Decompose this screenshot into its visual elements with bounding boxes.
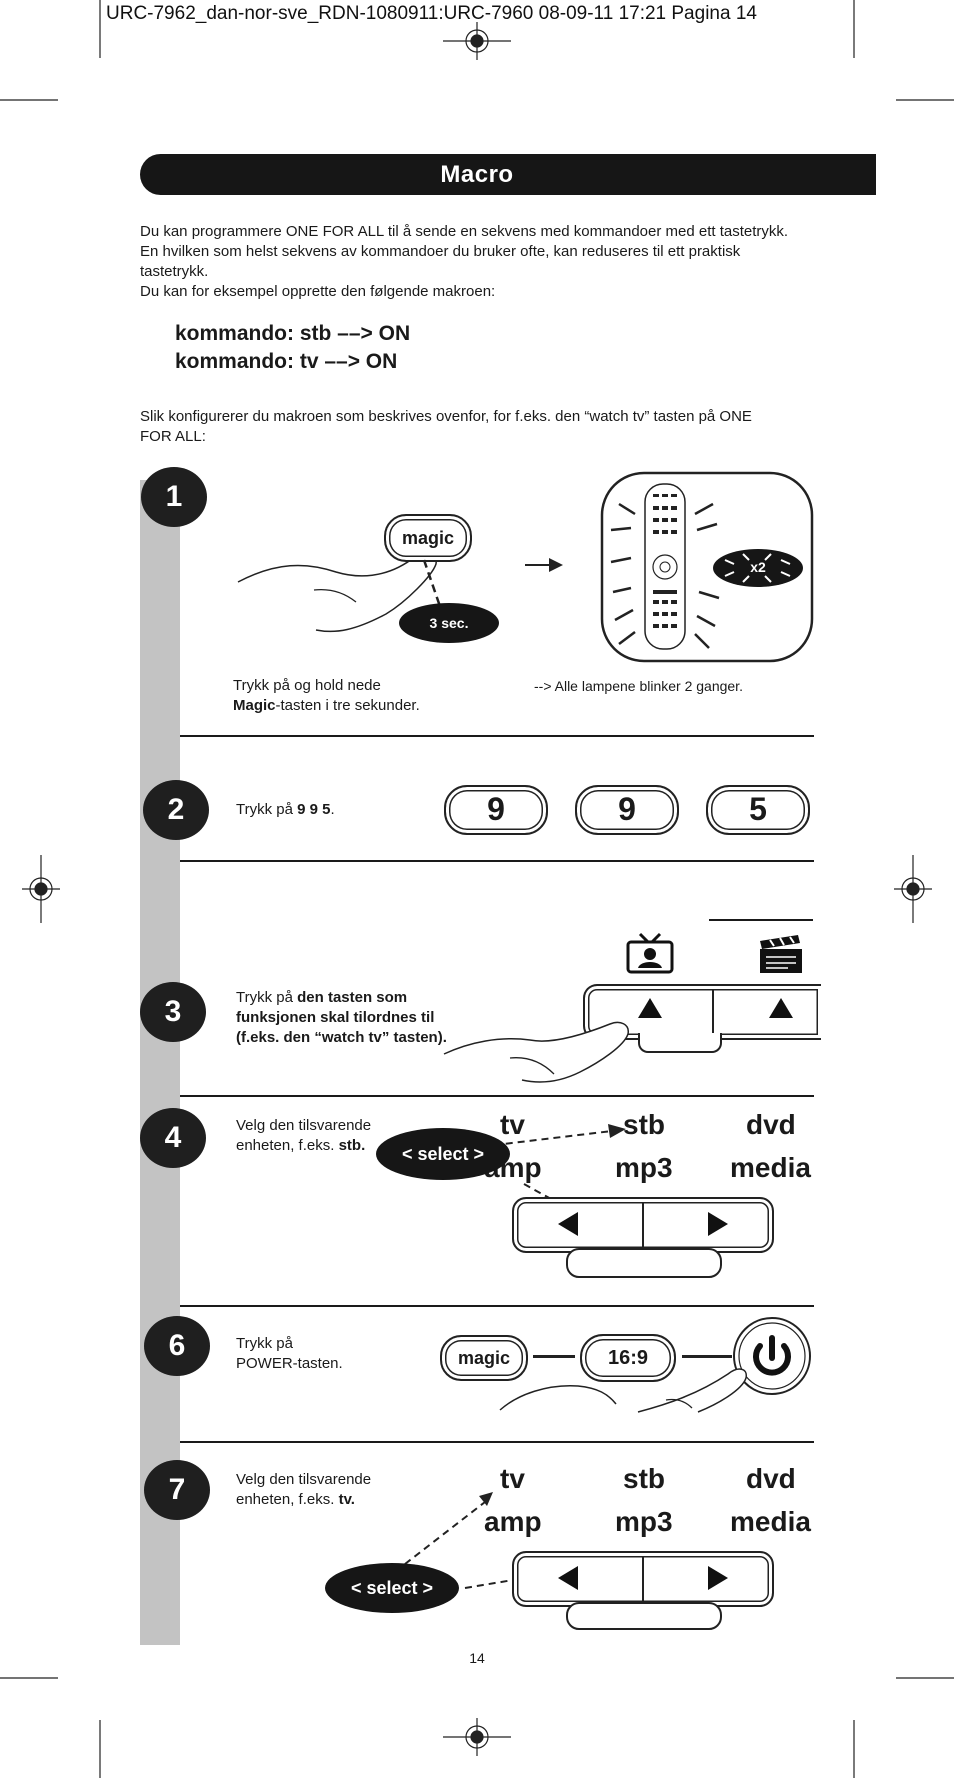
connector-line <box>533 1355 575 1358</box>
step-text: Trykk på <box>236 989 298 1006</box>
right-arrow-button[interactable] <box>708 1566 730 1590</box>
device-mp3: mp3 <box>615 1506 673 1537</box>
page-title: Macro <box>440 161 514 188</box>
step-number: 4 <box>140 1108 206 1168</box>
device-dvd: dvd <box>746 1463 796 1494</box>
device-dvd: dvd <box>746 1109 796 1140</box>
movie-button[interactable] <box>769 998 793 1020</box>
step-2-text: Trykk på 9 9 5. <box>236 800 416 820</box>
arrow-right-icon <box>525 558 563 572</box>
connector-line <box>682 1355 732 1358</box>
page-number: 14 <box>469 1650 485 1666</box>
device-stb: stb <box>623 1109 665 1140</box>
watch-tv-icon <box>626 932 674 974</box>
button-base <box>566 1602 722 1630</box>
watch-tv-button[interactable] <box>638 998 662 1020</box>
step-1-text: Trykk på og hold nede Magic-tasten i tre… <box>233 676 493 716</box>
left-arrow-button[interactable] <box>558 1212 580 1236</box>
registration-mark-left <box>22 855 60 923</box>
hand-icon <box>443 1021 629 1083</box>
step-text-bold: Magic <box>233 697 276 714</box>
step-number: 1 <box>141 467 207 527</box>
dashed-arrow <box>469 1124 626 1205</box>
registration-mark-right <box>894 855 932 923</box>
divider <box>180 1441 814 1443</box>
step-text: -tasten i tre sekunder. <box>275 697 420 714</box>
divider <box>642 1557 644 1601</box>
divider <box>712 990 714 1034</box>
key-5[interactable]: 5 <box>706 785 810 835</box>
step-text-bold: stb. <box>338 1137 366 1154</box>
remote-blinking-illustration <box>600 471 814 663</box>
howto-text: Slik konfigurerer du makroen som beskriv… <box>140 408 752 445</box>
step-number: 6 <box>144 1316 210 1376</box>
step-text: POWER-tasten. <box>236 1355 343 1372</box>
step-text: Velg den tilsvarende enheten, f.eks. <box>236 1471 372 1508</box>
step-text-bold: 9 9 5 <box>297 801 331 818</box>
blink-count: x2 <box>750 559 766 575</box>
device-media: media <box>730 1152 811 1183</box>
device-tv: tv <box>500 1463 525 1494</box>
step-7-text: Velg den tilsvarende enheten, f.eks. tv. <box>236 1470 386 1510</box>
intro-paragraph: Du kan for eksempel opprette den følgend… <box>140 283 496 300</box>
divider <box>180 1305 814 1307</box>
step-number: 7 <box>144 1460 210 1520</box>
step-text: . <box>330 801 335 818</box>
step-stripe <box>140 480 180 1645</box>
divider <box>180 735 814 737</box>
magic-button[interactable]: magic <box>440 1335 528 1381</box>
step-text: Trykk på og hold nede <box>233 677 381 694</box>
step-text-bold: den tasten som funksjonen skal tilordnes… <box>236 989 447 1046</box>
clapperboard-icon <box>760 935 802 973</box>
divider <box>642 1203 644 1247</box>
step-text: Trykk på <box>236 1335 293 1352</box>
divider <box>180 860 814 862</box>
step-number: 2 <box>143 780 209 840</box>
select-button[interactable]: < select > <box>325 1563 459 1613</box>
step-3-text: Trykk på den tasten som funksjonen skal … <box>236 988 466 1048</box>
step-number: 3 <box>140 982 206 1042</box>
key-9[interactable]: 9 <box>444 785 548 835</box>
hand-icon <box>499 1368 747 1413</box>
power-button[interactable] <box>732 1316 812 1396</box>
device-tv: tv <box>500 1109 525 1140</box>
command-line: kommando: stb ––> ON <box>175 322 411 345</box>
aspect-ratio-button[interactable]: 16:9 <box>580 1334 676 1382</box>
step-1-result: --> Alle lampene blinker 2 ganger. <box>534 678 743 694</box>
left-arrow-button[interactable] <box>558 1566 580 1590</box>
dashed-connector <box>422 559 446 619</box>
divider <box>709 919 813 921</box>
title-bar <box>140 154 876 195</box>
step-4-text: Velg den tilsvarende enheten, f.eks. stb… <box>236 1116 386 1156</box>
device-stb: stb <box>623 1463 665 1494</box>
device-media: media <box>730 1506 811 1537</box>
step-text-bold: tv. <box>338 1491 355 1508</box>
step-6-text: Trykk på POWER-tasten. <box>236 1334 376 1374</box>
button-base <box>566 1248 722 1278</box>
intro-paragraph: Du kan programmere ONE FOR ALL til å sen… <box>140 223 789 280</box>
macro-commands: kommando: stb ––> ON kommando: tv ––> ON <box>175 320 410 376</box>
step-text: Trykk på <box>236 801 298 818</box>
print-header: URC-7962_dan-nor-sve_RDN-1080911:URC-796… <box>106 3 757 24</box>
registration-mark-top <box>443 22 511 60</box>
key-9[interactable]: 9 <box>575 785 679 835</box>
command-line: kommando: tv ––> ON <box>175 350 398 373</box>
select-button[interactable]: < select > <box>376 1128 510 1180</box>
registration-mark-bottom <box>443 1718 511 1756</box>
button-base <box>638 1033 722 1053</box>
magic-button[interactable]: magic <box>384 514 472 562</box>
duration-badge: 3 sec. <box>399 603 499 643</box>
device-mp3: mp3 <box>615 1152 673 1183</box>
right-arrow-button[interactable] <box>708 1212 730 1236</box>
step-text: Velg den tilsvarende enheten, f.eks. <box>236 1117 372 1154</box>
divider <box>180 1095 814 1097</box>
device-amp: amp <box>484 1506 542 1537</box>
intro-text: Du kan programmere ONE FOR ALL til å sen… <box>140 222 800 302</box>
